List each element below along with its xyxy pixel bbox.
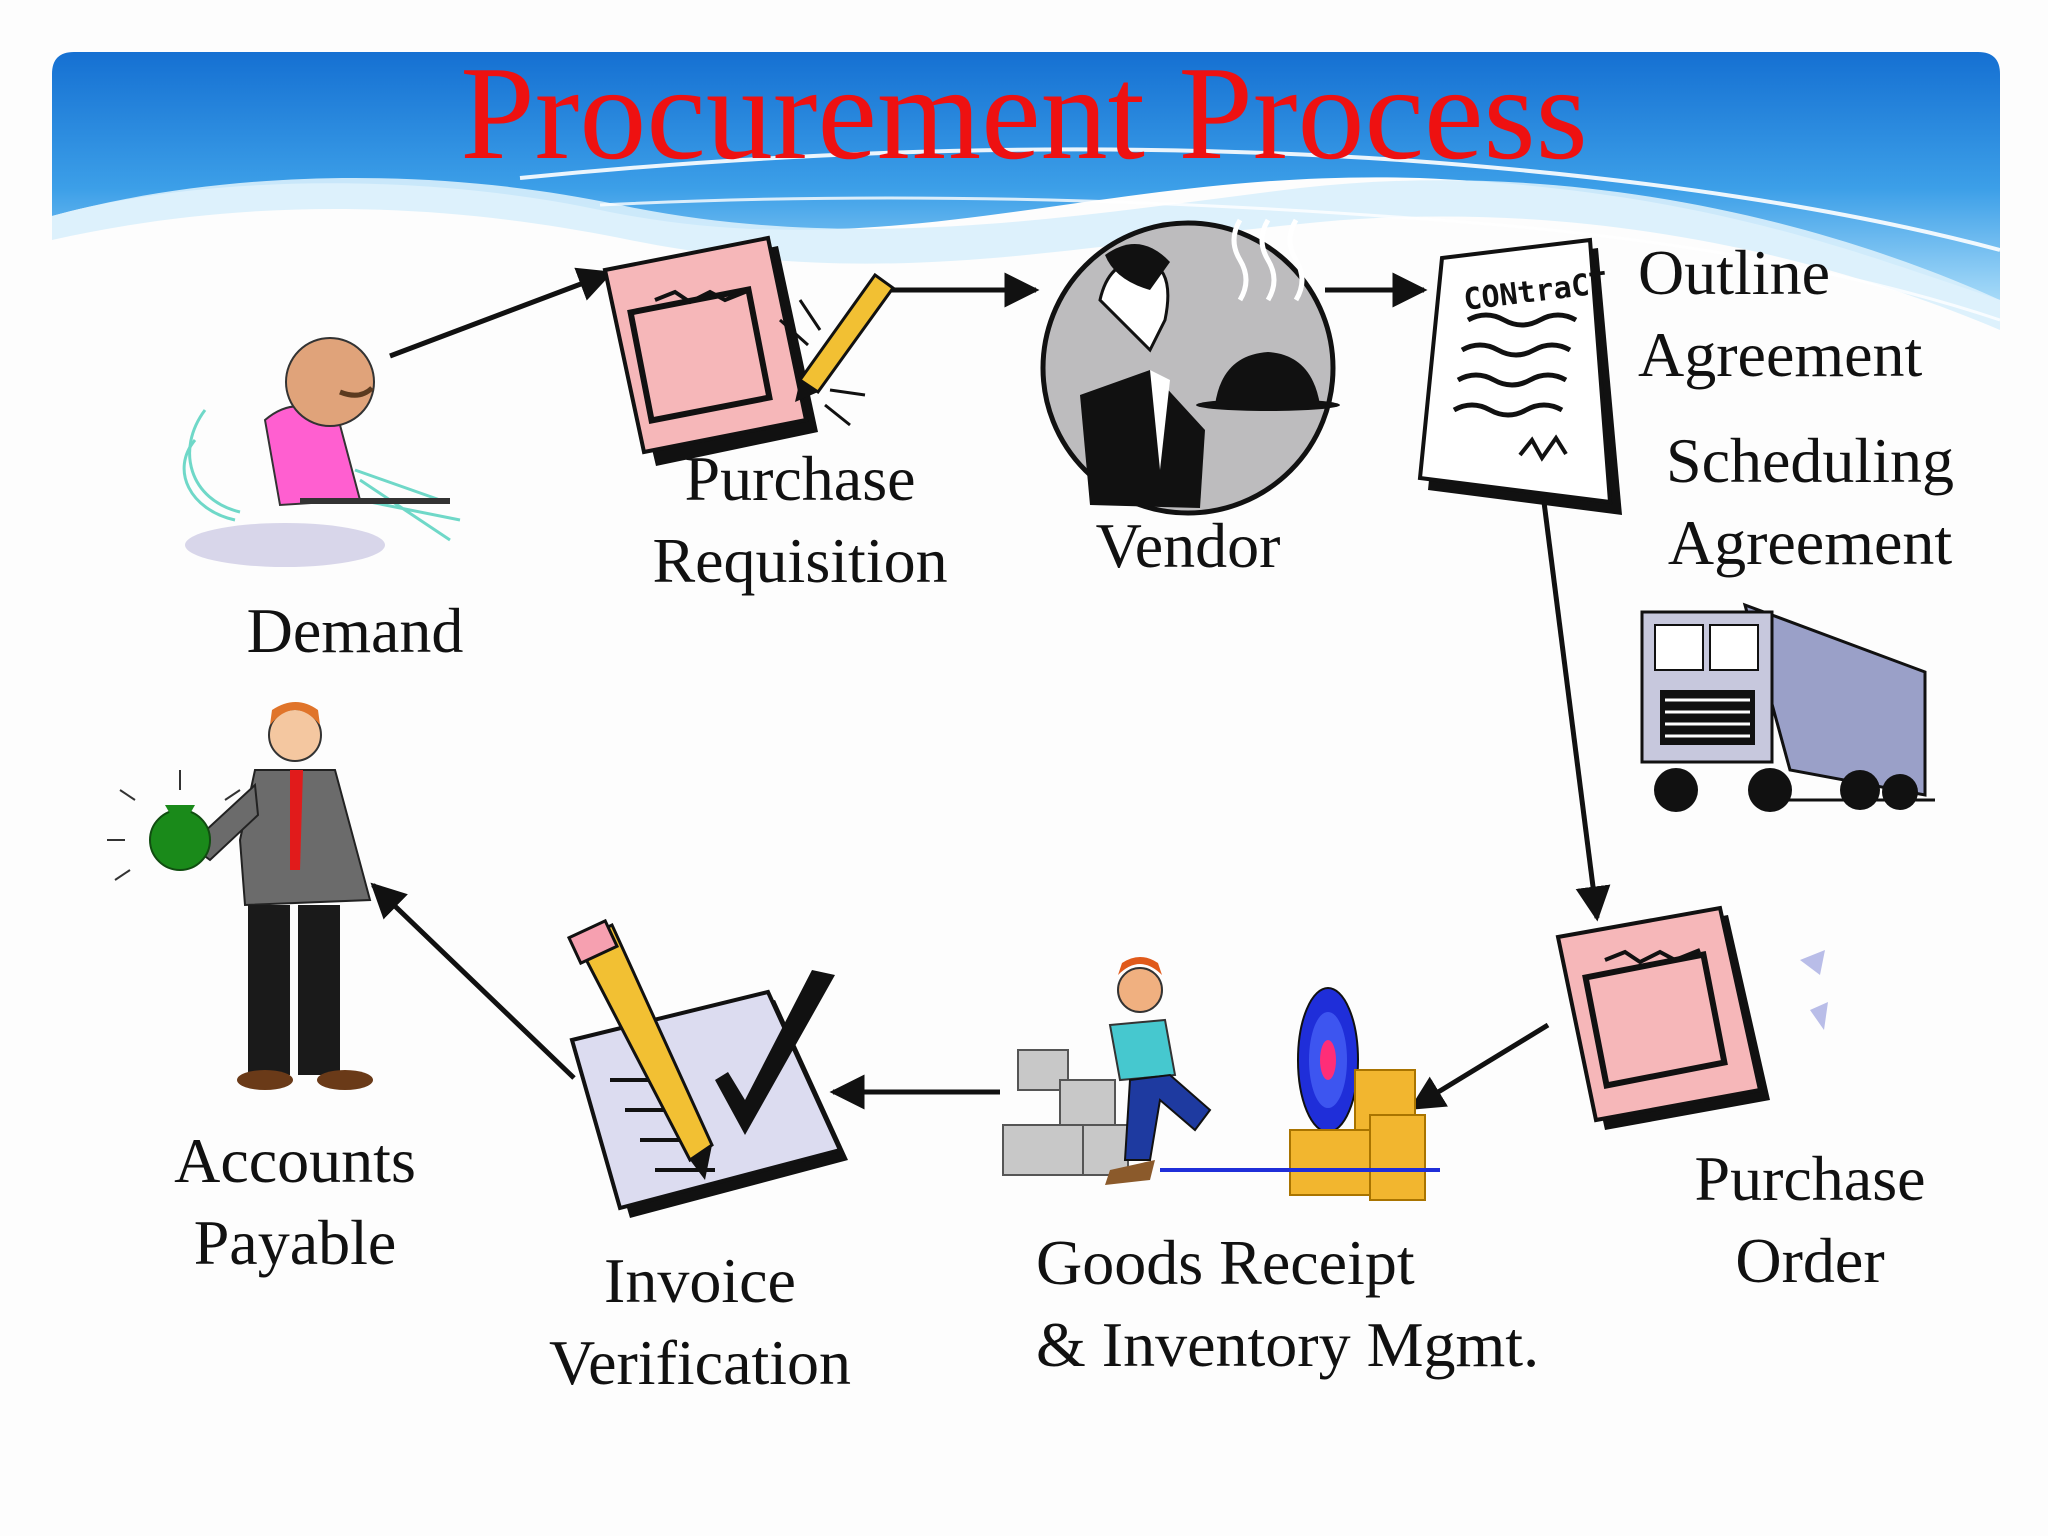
- label-goods-receipt-line2: & Inventory Mgmt.: [1036, 1309, 1540, 1380]
- flow-arrows: [370, 267, 1611, 1111]
- label-invoice-verification: Invoice Verification: [520, 1240, 880, 1404]
- page-title: Procurement Process: [460, 39, 1588, 187]
- contract-document-icon: CONtraCT: [1417, 237, 1622, 515]
- label-purchase-requisition: Purchase Requisition: [620, 438, 980, 602]
- pencil-checkmark-icon: [566, 918, 848, 1218]
- purchase-order-document-icon: [1555, 905, 1828, 1130]
- arrow-demand-to-requisition: [389, 267, 614, 359]
- label-purchase-requisition-line2: Requisition: [652, 525, 948, 596]
- label-accounts-payable: Accounts Payable: [140, 1120, 450, 1284]
- header-banner: [52, 52, 2001, 330]
- man-at-desk-icon: [182, 337, 461, 567]
- label-demand-text: Demand: [246, 595, 464, 666]
- worker-boxes-target-icon: [1002, 957, 1440, 1201]
- label-purchase-requisition-line1: Purchase: [684, 443, 916, 514]
- label-scheduling-agreement-line1: Scheduling: [1666, 425, 1954, 496]
- label-outline-agreement: Outline Agreement: [1638, 232, 1978, 396]
- label-accounts-payable-line2: Payable: [193, 1207, 397, 1278]
- arrow-purchase-order-to-goods-receipt: [1409, 1022, 1550, 1111]
- label-purchase-order-line2: Order: [1735, 1225, 1885, 1296]
- label-demand: Demand: [215, 590, 495, 672]
- arrow-invoice-to-accounts-payable: [370, 882, 576, 1080]
- label-accounts-payable-line1: Accounts: [174, 1125, 416, 1196]
- businessman-money-bag-icon: [107, 702, 373, 1090]
- waiter-serving-dish-icon: [1040, 218, 1340, 516]
- arrow-contract-to-purchase-order: [1535, 454, 1611, 922]
- label-invoice-verification-line2: Verification: [548, 1327, 852, 1398]
- label-invoice-verification-line1: Invoice: [604, 1245, 796, 1316]
- label-vendor-text: Vendor: [1095, 510, 1281, 581]
- label-vendor: Vendor: [1058, 505, 1318, 587]
- label-purchase-order: Purchase Order: [1660, 1138, 1960, 1302]
- label-purchase-order-line1: Purchase: [1694, 1143, 1926, 1214]
- label-goods-receipt-line1: Goods Receipt: [1036, 1227, 1415, 1298]
- truck-icon: [1640, 602, 1935, 812]
- label-goods-receipt: Goods Receipt & Inventory Mgmt.: [1036, 1222, 1596, 1386]
- label-scheduling-agreement-line2: Agreement: [1667, 507, 1953, 578]
- label-outline-agreement-line1: Outline: [1638, 237, 1830, 308]
- label-scheduling-agreement: Scheduling Agreement: [1640, 420, 1980, 584]
- label-outline-agreement-line2: Agreement: [1638, 319, 1923, 390]
- requisition-document-icon: [602, 235, 896, 466]
